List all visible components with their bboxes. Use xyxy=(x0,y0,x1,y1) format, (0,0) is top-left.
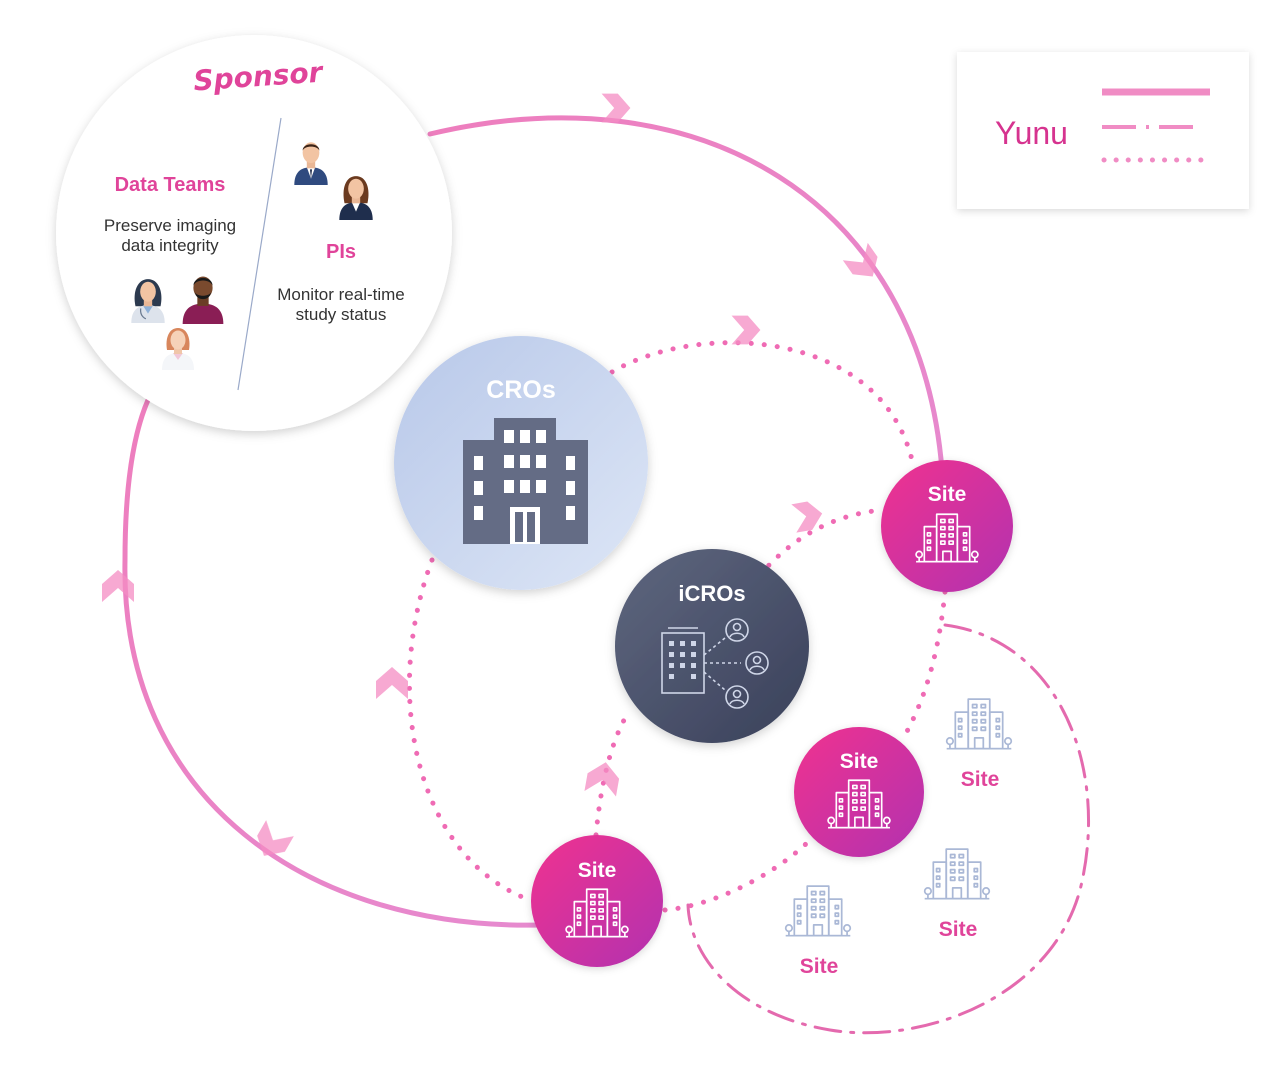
sponsor-node: Sponsor Data Teams Preserve imaging data… xyxy=(56,35,452,431)
site-circle xyxy=(794,727,924,857)
arrow-up-icon xyxy=(584,759,622,797)
dotted-site-to-site xyxy=(902,589,948,738)
site-faded-1: Site xyxy=(945,698,1013,791)
connection-lines xyxy=(122,115,1091,1035)
site-node-bottom: Site xyxy=(531,835,663,967)
hospital-building-icon xyxy=(784,885,852,937)
yunu-dotted-loop xyxy=(406,340,915,903)
site-label: Site xyxy=(800,955,839,978)
hospital-building-icon xyxy=(945,698,1013,750)
site-label: Site xyxy=(840,750,879,773)
arrow-up-icon xyxy=(102,570,134,602)
sponsor-divider xyxy=(237,117,282,391)
yunu-dashdot-loop xyxy=(686,623,1091,1035)
arrow-right-icon xyxy=(601,93,631,123)
site-circle xyxy=(531,835,663,967)
site-label: Site xyxy=(961,768,1000,791)
site-circle xyxy=(881,460,1013,592)
legend-label: Yunu xyxy=(995,115,1068,151)
site-label: Site xyxy=(928,483,967,506)
site-node-top-right: Site xyxy=(881,460,1013,592)
legend-box xyxy=(957,52,1249,209)
office-building-icon xyxy=(463,418,588,544)
building-network-icon xyxy=(661,618,769,709)
legend: Yunu xyxy=(957,52,1249,209)
pis-title: PIs xyxy=(326,241,356,263)
site-label: Site xyxy=(578,859,617,882)
hospital-building-icon xyxy=(923,848,991,900)
arrow-up-icon xyxy=(376,667,408,699)
data-teams-title: Data Teams xyxy=(115,174,226,196)
cros-label: CROs xyxy=(486,376,555,404)
icros-circle xyxy=(615,549,809,743)
data-teams-desc-line1: Preserve imaging xyxy=(104,216,236,235)
sponsor-circle xyxy=(56,35,452,431)
arrow-right-icon xyxy=(731,315,761,345)
cros-node: CROs xyxy=(394,336,648,590)
site-faded-2: Site xyxy=(923,848,991,941)
site-label: Site xyxy=(939,918,978,941)
dotted-site-to-icros xyxy=(593,707,633,838)
pis-desc-line2: study status xyxy=(296,305,387,324)
pis-desc-line1: Monitor real-time xyxy=(277,285,405,304)
dotted-bottom-to-middle xyxy=(662,837,813,913)
site-faded-3: Site xyxy=(784,885,852,978)
icros-node: iCROs xyxy=(615,549,809,743)
dotted-icros-to-site xyxy=(757,507,885,578)
yunu-solid-loop xyxy=(122,115,945,928)
data-teams-desc-line2: data integrity xyxy=(121,236,219,255)
site-node-middle: Site xyxy=(794,727,924,857)
icros-label: iCROs xyxy=(678,581,745,606)
